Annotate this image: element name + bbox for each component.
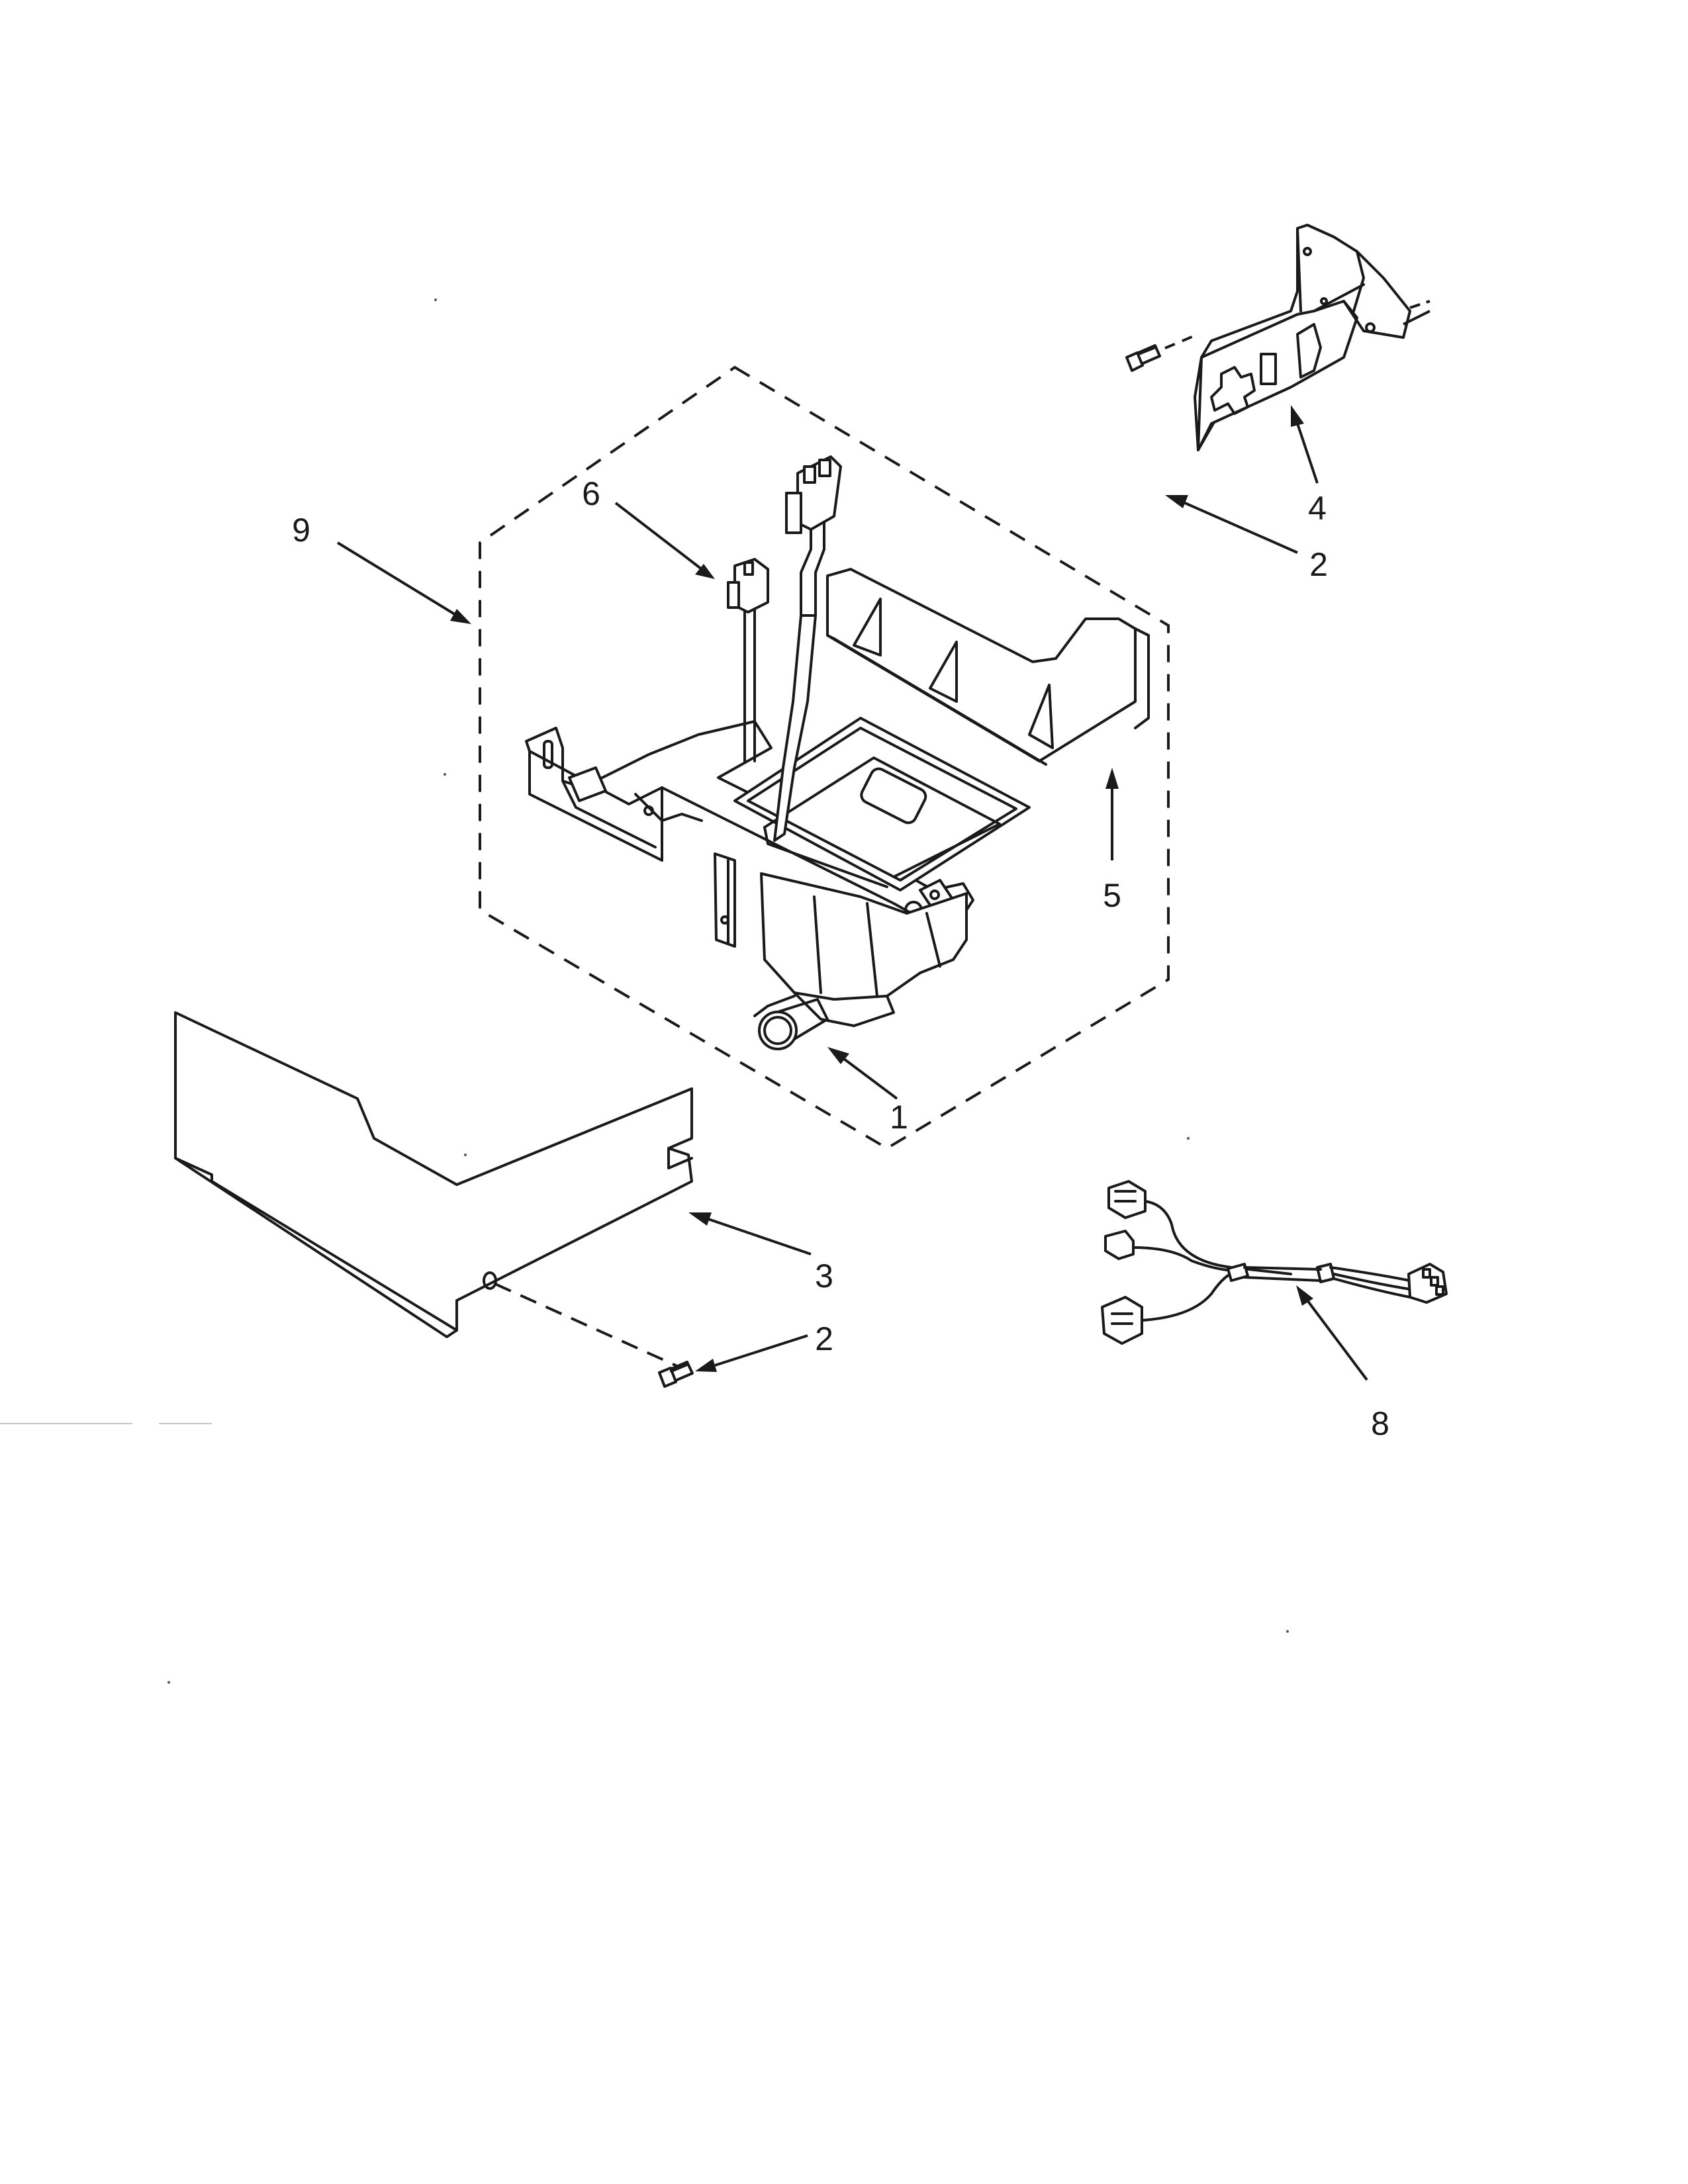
screw-part-upper bbox=[1125, 344, 1161, 372]
screw-part-lower bbox=[658, 1361, 694, 1388]
pump-bracket-part bbox=[525, 568, 1150, 928]
callout-1: 1 bbox=[890, 1099, 908, 1136]
callout-2-upper: 2 bbox=[1309, 546, 1328, 583]
leader-lines bbox=[336, 300, 1430, 1381]
callout-8: 8 bbox=[1371, 1405, 1389, 1442]
callout-6: 6 bbox=[582, 475, 600, 512]
wire-harness-part bbox=[1101, 1180, 1448, 1345]
callout-labels: 9 6 4 2 5 1 3 2 8 bbox=[292, 475, 1389, 1442]
callout-3: 3 bbox=[815, 1257, 833, 1295]
callout-5: 5 bbox=[1103, 877, 1121, 914]
callout-2-lower: 2 bbox=[815, 1320, 833, 1357]
callout-9: 9 bbox=[292, 512, 310, 549]
pump-wire-harness-part bbox=[727, 455, 842, 842]
assembly-boundary bbox=[479, 365, 1170, 1150]
pump-reservoir-part bbox=[714, 717, 1031, 1050]
callout-4: 4 bbox=[1308, 490, 1327, 527]
mounting-bracket-part bbox=[1194, 224, 1430, 451]
cover-panel-part bbox=[174, 1011, 693, 1338]
scan-specks bbox=[0, 298, 1289, 1684]
